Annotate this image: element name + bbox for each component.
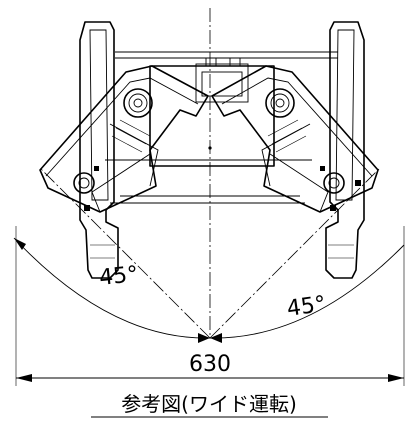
right-operator-unit bbox=[211, 65, 379, 213]
angle-label-right: 45° bbox=[285, 292, 327, 322]
frame-rails bbox=[105, 51, 338, 204]
left-angle-line bbox=[39, 167, 211, 339]
angle-arc bbox=[13, 237, 405, 343]
width-dimension-line bbox=[15, 226, 405, 386]
left-crawler bbox=[79, 21, 119, 279]
right-angle-line bbox=[209, 167, 381, 339]
drawing-caption: 参考図(ワイド運転) bbox=[121, 392, 297, 416]
left-operator-unit bbox=[39, 65, 209, 213]
right-crawler bbox=[325, 21, 365, 279]
width-dimension-value: 630 bbox=[189, 352, 231, 377]
angle-label-left: 45° bbox=[98, 262, 139, 291]
